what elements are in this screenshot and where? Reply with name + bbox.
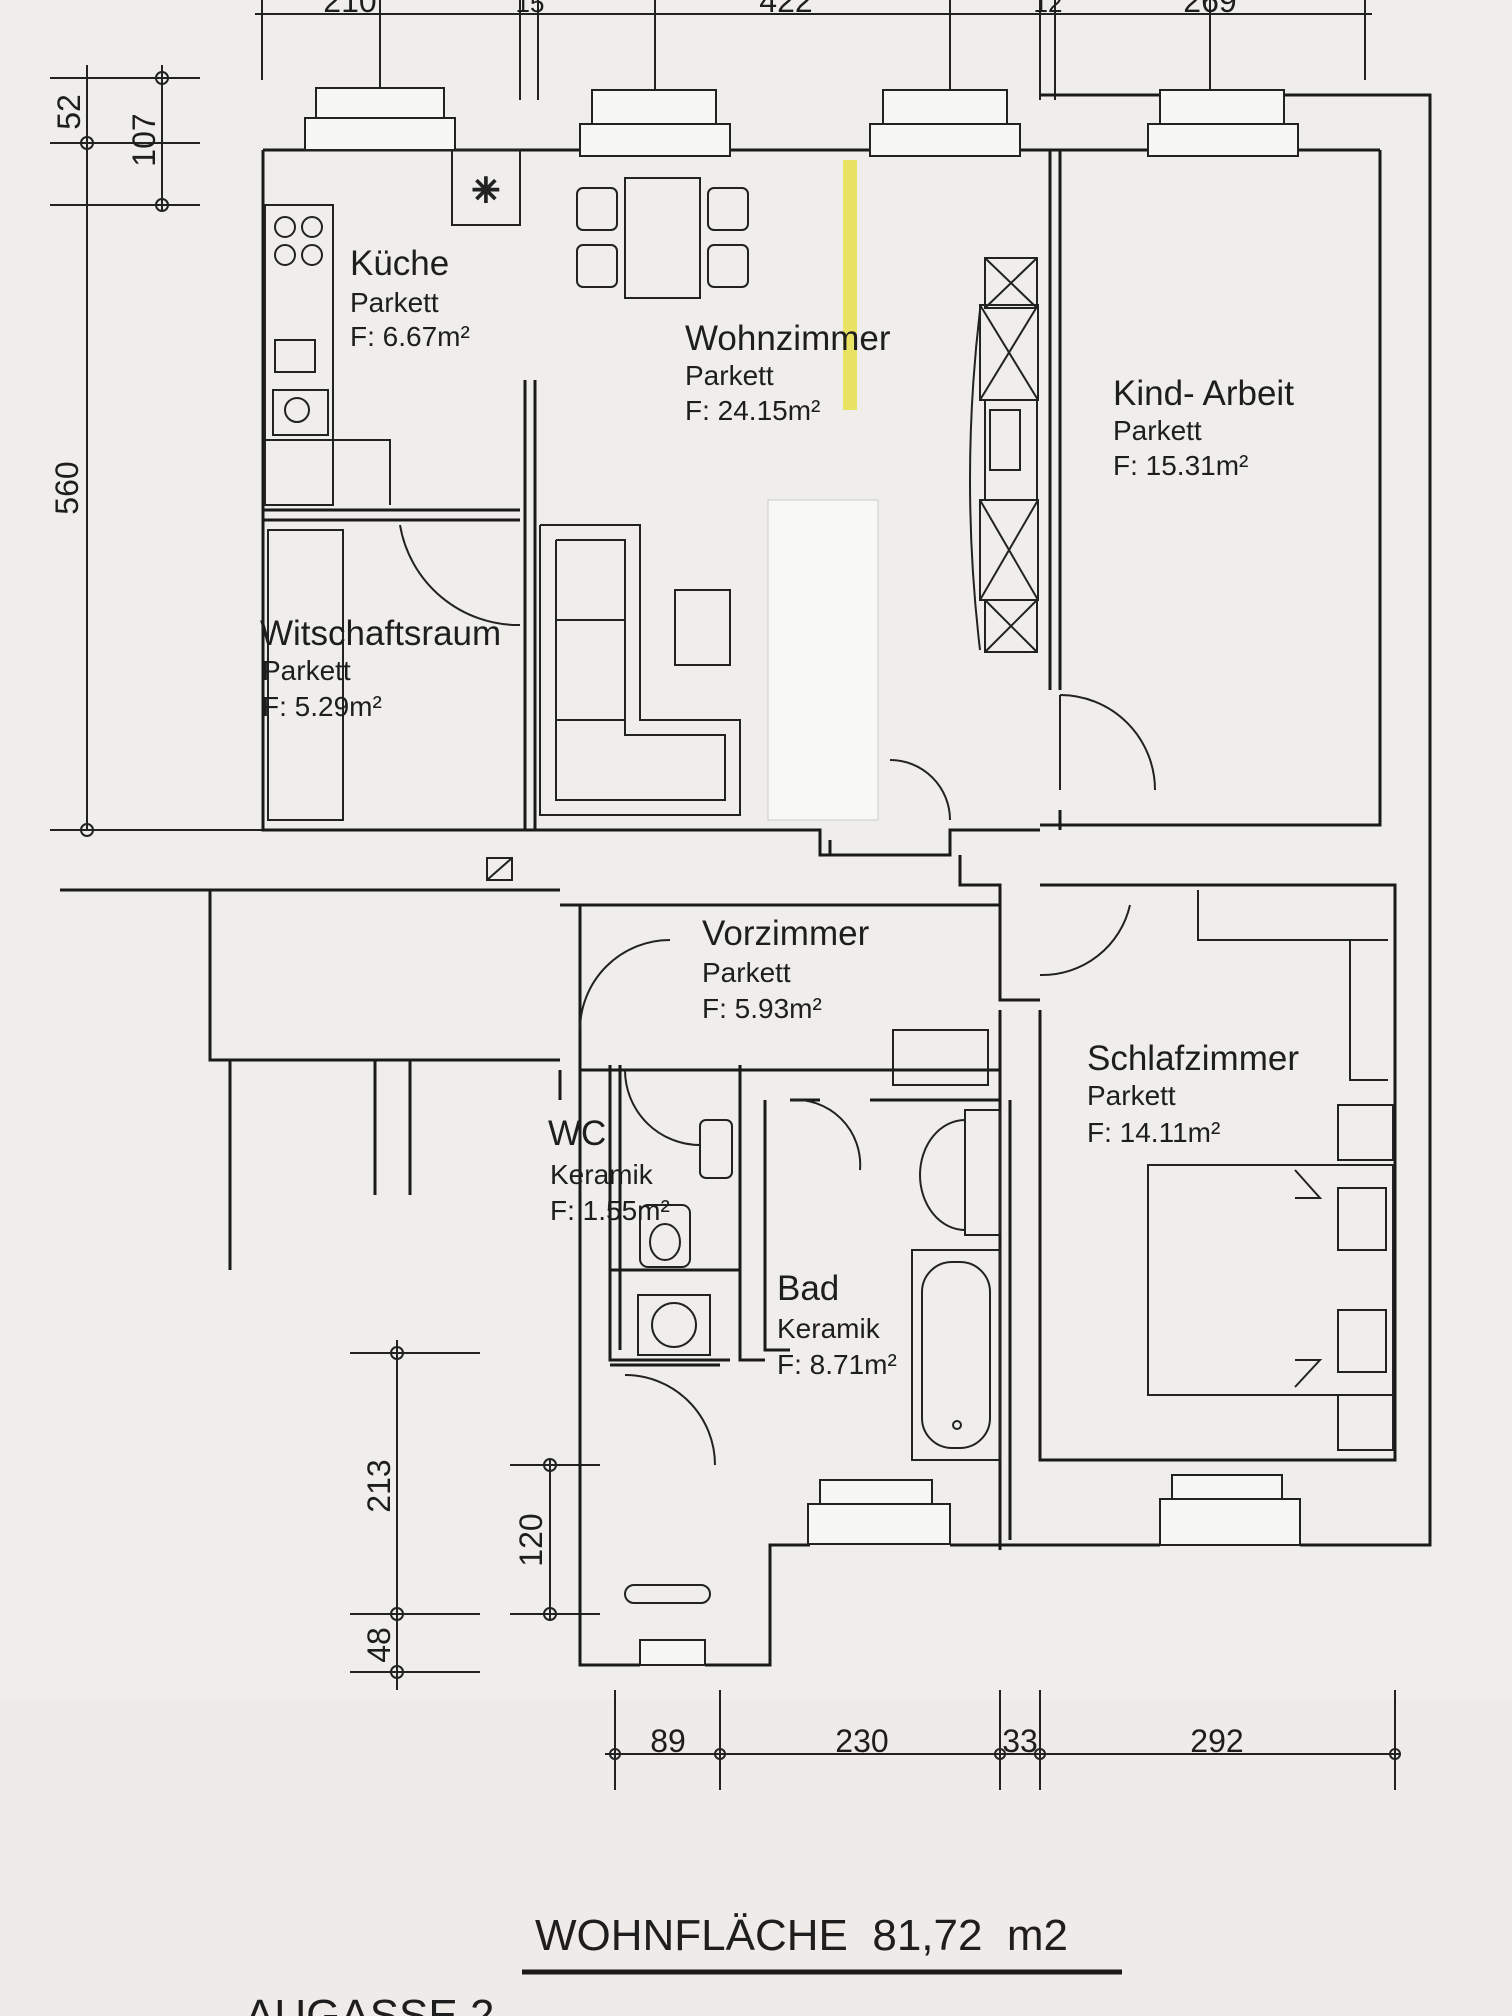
dim-top-12: 12 <box>1034 0 1063 18</box>
dim-lower-48: 48 <box>361 1627 397 1663</box>
dim-bottom-33: 33 <box>1002 1723 1038 1759</box>
dim-bottom-230: 230 <box>835 1723 888 1759</box>
bottom-dimension-line <box>605 1690 1401 1790</box>
sofa <box>539 524 741 816</box>
room-area-schlafzimmer: F: 14.11m² <box>1087 1117 1220 1148</box>
room-area-kueche: F: 6.67m² <box>350 321 470 352</box>
room-bad: Bad Keramik F: 8.71m² <box>777 1269 897 1380</box>
room-vorzimmer: Vorzimmer Parkett F: 5.93m² <box>702 914 870 1024</box>
hall-cabinet <box>892 1029 989 1086</box>
room-wohnzimmer: Wohnzimmer Parkett F: 24.15m² <box>685 319 891 426</box>
paper-shadow <box>0 1700 1512 2016</box>
room-label-wirtschaftsraum: Witschaftsraum <box>260 614 501 653</box>
dim-bottom-89: 89 <box>650 1723 686 1759</box>
highlighter-mark <box>843 160 857 410</box>
dim-bottom-292: 292 <box>1190 1723 1243 1759</box>
total-living-area: WOHNFLÄCHE 81,72 m2 <box>535 1911 1068 1960</box>
room-floor-bad: Keramik <box>777 1313 881 1344</box>
window-wohnzimmer-2 <box>869 89 1021 157</box>
dim-top-210: 210 <box>323 0 376 19</box>
window-kind-arbeit <box>1147 89 1299 157</box>
dim-lower-120: 120 <box>513 1513 549 1566</box>
dim-top-422: 422 <box>759 0 812 19</box>
room-area-kind-arbeit: F: 15.31m² <box>1113 450 1248 481</box>
room-floor-kueche: Parkett <box>350 287 439 318</box>
interior-walls <box>263 150 1397 1550</box>
kitchen-counter: ✳ <box>264 149 521 506</box>
room-label-wc: WC <box>548 1114 606 1153</box>
paper-sticker <box>767 499 879 821</box>
dim-lower-213: 213 <box>361 1459 397 1512</box>
door-swings <box>399 524 1156 1466</box>
bath-fixtures <box>624 1109 1001 1604</box>
window-kueche <box>304 87 456 151</box>
dim-top-15: 15 <box>516 0 545 18</box>
room-kind-arbeit: Kind- Arbeit Parkett F: 15.31m² <box>1113 374 1294 481</box>
dim-left-52: 52 <box>51 94 87 130</box>
room-floor-wc: Keramik <box>550 1159 654 1190</box>
tv-cabinet <box>969 257 1039 653</box>
room-label-schlafzimmer: Schlafzimmer <box>1087 1039 1299 1078</box>
dim-top-269: 269 <box>1183 0 1236 19</box>
room-kueche: Küche Parkett F: 6.67m² <box>350 244 470 352</box>
room-floor-wohnzimmer: Parkett <box>685 360 774 391</box>
utility-room-shelf <box>267 529 513 881</box>
bed <box>1147 1164 1394 1396</box>
room-area-wirtschaftsraum: F: 5.29m² <box>262 691 382 722</box>
room-label-wohnzimmer: Wohnzimmer <box>685 319 891 358</box>
room-label-kueche: Küche <box>350 244 449 283</box>
room-label-vorzimmer: Vorzimmer <box>702 914 870 953</box>
lower-windows <box>639 1474 1301 1666</box>
room-label-bad: Bad <box>777 1269 839 1308</box>
room-wc: WC Keramik F: 1.55m² <box>548 1114 670 1226</box>
window-wohnzimmer-1 <box>579 89 731 157</box>
room-schlafzimmer: Schlafzimmer Parkett F: 14.11m² <box>1087 1039 1299 1148</box>
room-area-wc: F: 1.55m² <box>550 1195 670 1226</box>
room-wirtschaftsraum: Witschaftsraum Parkett F: 5.29m² <box>260 614 501 722</box>
room-floor-vorzimmer: Parkett <box>702 957 791 988</box>
dim-left-107: 107 <box>126 113 162 166</box>
room-area-vorzimmer: F: 5.93m² <box>702 993 822 1024</box>
room-floor-schlafzimmer: Parkett <box>1087 1080 1176 1111</box>
lower-left-dimension-line <box>350 1340 600 1690</box>
wc-fixtures <box>637 1119 733 1356</box>
room-label-kind-arbeit: Kind- Arbeit <box>1113 374 1294 413</box>
dim-left-560: 560 <box>49 461 85 514</box>
room-floor-kind-arbeit: Parkett <box>1113 415 1202 446</box>
dining-table <box>576 177 749 299</box>
left-dimension-line <box>50 65 270 837</box>
street-name: AUGASSE 2 <box>245 1991 494 2016</box>
room-area-wohnzimmer: F: 24.15m² <box>685 395 820 426</box>
room-floor-wirtschaftsraum: Parkett <box>262 655 351 686</box>
star-icon: ✳ <box>472 172 501 210</box>
top-windows <box>304 87 1299 157</box>
room-area-bad: F: 8.71m² <box>777 1349 897 1380</box>
